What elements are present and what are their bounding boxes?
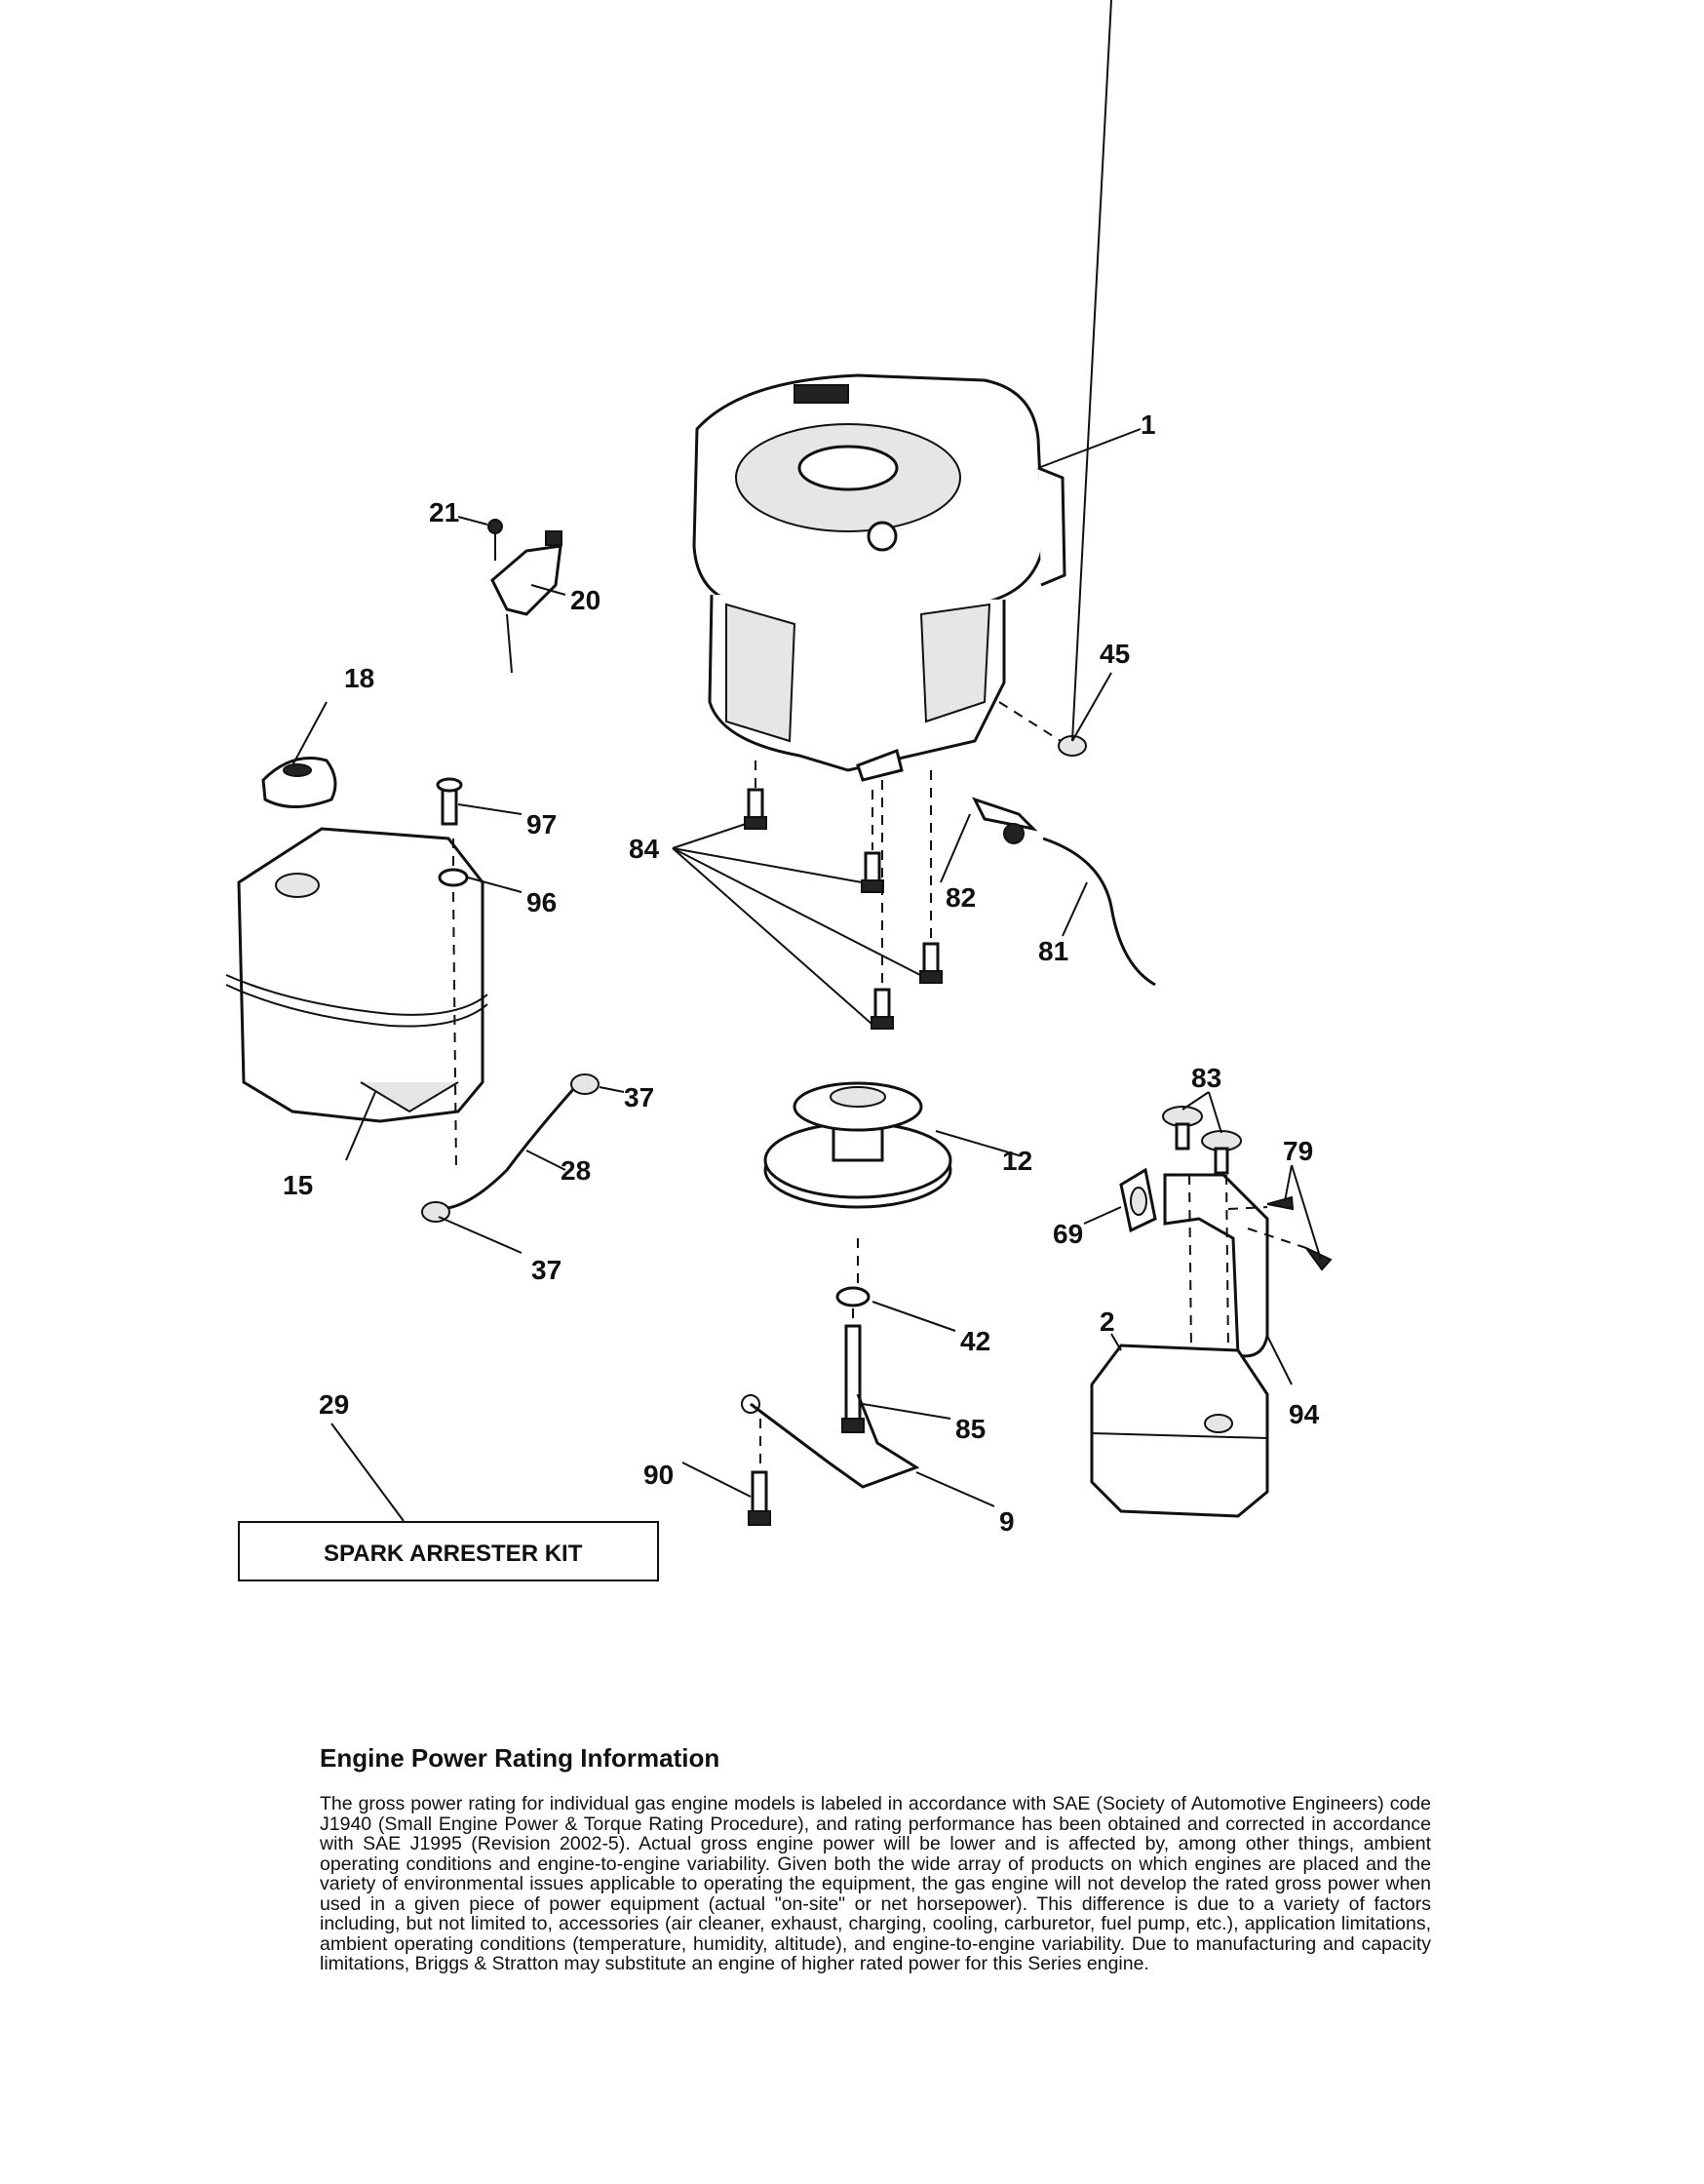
leader-lines [291, 0, 1322, 1522]
fuel-tank-part-15 [225, 827, 488, 1123]
callout-82: 82 [946, 882, 976, 913]
bolts-part-83 [1162, 1106, 1242, 1175]
callout-1: 1 [1141, 410, 1156, 440]
callout-45: 45 [1100, 639, 1130, 669]
clamp-part-37-bottom [421, 1201, 450, 1223]
callout-29: 29 [319, 1389, 349, 1420]
callout-85: 85 [955, 1414, 986, 1444]
fuel-line-part-81 [1042, 837, 1156, 987]
callout-12: 12 [1002, 1146, 1032, 1176]
callout-84: 84 [629, 834, 660, 864]
callout-37-top: 37 [624, 1082, 654, 1112]
engine-power-heading: Engine Power Rating Information [320, 1743, 720, 1773]
screw-part-97 [436, 777, 463, 826]
spark-arrester-kit-box: SPARK ARRESTER KIT [238, 1521, 659, 1581]
engine-part-1 [692, 373, 1066, 782]
pulley-part-12 [763, 1081, 952, 1209]
bolt-part-85 [841, 1324, 865, 1433]
throttle-control-part-20 [490, 530, 562, 674]
callout-69: 69 [1053, 1219, 1083, 1249]
clamp-part-82 [972, 797, 1038, 844]
callout-37-bottom: 37 [531, 1255, 562, 1285]
engine-power-body: The gross power rating for individual ga… [320, 1793, 1431, 1974]
fuel-cap-part-18 [261, 757, 337, 808]
callout-28: 28 [561, 1155, 591, 1186]
callout-15: 15 [283, 1170, 313, 1200]
muffler-part-2 [1090, 1344, 1269, 1518]
callout-79: 79 [1283, 1136, 1313, 1166]
callout-90: 90 [643, 1460, 674, 1490]
spark-arrester-kit-label: SPARK ARRESTER KIT [324, 1540, 583, 1567]
callout-9: 9 [999, 1506, 1015, 1537]
gasket-part-69 [1119, 1167, 1157, 1233]
callout-2: 2 [1100, 1306, 1115, 1337]
callout-83: 83 [1191, 1063, 1221, 1093]
callout-20: 20 [570, 585, 600, 615]
fuel-line-part-28 [438, 1086, 577, 1211]
screw-part-90 [748, 1470, 771, 1526]
callout-81: 81 [1038, 936, 1068, 966]
callout-97: 97 [526, 809, 557, 839]
callout-96: 96 [526, 887, 557, 917]
exhaust-pipe-part-94 [1163, 1173, 1269, 1358]
bracket-part-9 [741, 1393, 920, 1489]
bolts-part-84 [744, 788, 943, 1030]
clamp-part-37-top [570, 1073, 600, 1095]
callout-21: 21 [429, 497, 459, 527]
screw-part-21 [487, 519, 503, 561]
callout-18: 18 [344, 663, 374, 693]
callout-42: 42 [960, 1326, 990, 1356]
washer-part-42 [835, 1286, 871, 1307]
callout-94: 94 [1289, 1399, 1320, 1429]
washer-part-96 [438, 868, 469, 887]
